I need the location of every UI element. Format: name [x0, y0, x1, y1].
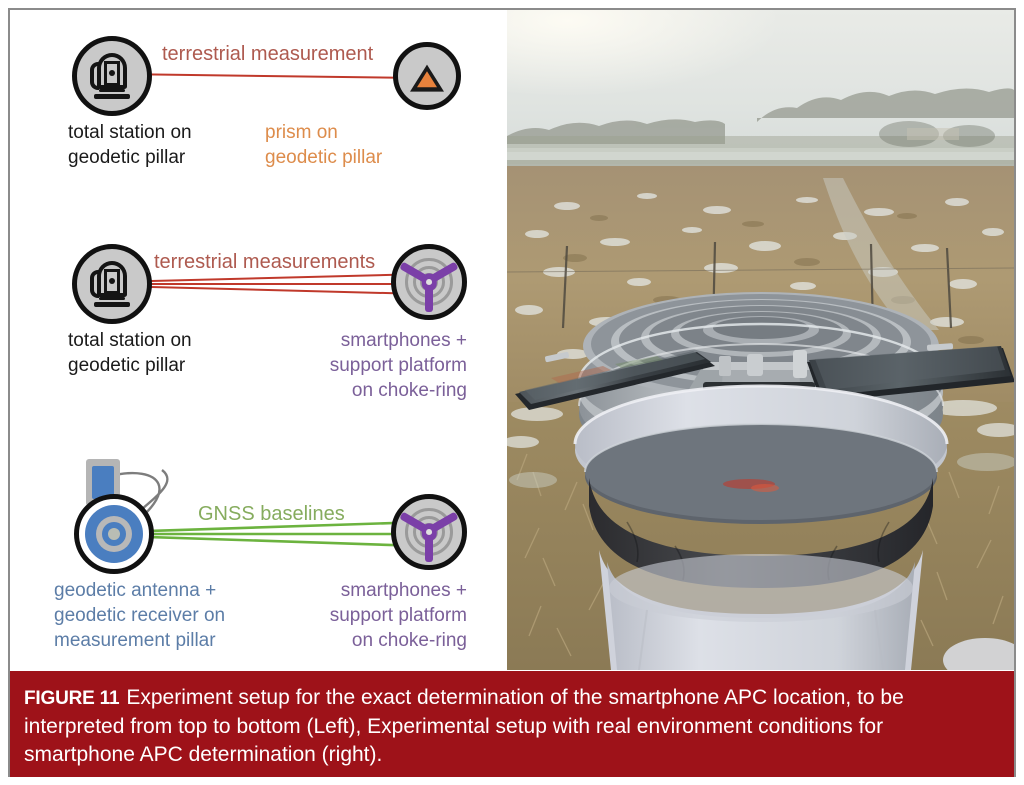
diagram-row-terrestrial-prism: total station on geodetic pillar prism o… [10, 10, 505, 220]
total-station-icon [72, 36, 152, 116]
link-label-terrestrial-measurement: terrestrial measurement [162, 43, 374, 65]
smartphone-right [807, 343, 1014, 402]
smartphone-left [515, 351, 715, 410]
photo-render [507, 10, 1014, 670]
label-smartphones-choke-ring: smartphones + support platform on choke-… [329, 580, 467, 651]
smartphone-spoke-bottom [425, 530, 433, 563]
experiment-photo [507, 10, 1014, 670]
node-total-station [72, 36, 152, 116]
total-station-center-dot [109, 277, 116, 284]
label-total-station: total station on geodetic pillar [68, 330, 192, 376]
prism-icon [393, 42, 461, 110]
diagram-row-gnss-baselines: geodetic antenna + geodetic receiver on … [10, 450, 505, 670]
prism-triangle-fill [417, 71, 437, 88]
choke-ring-center-dot [426, 279, 432, 285]
terrestrial-measurements-lines [113, 273, 426, 295]
total-station-icon [72, 244, 152, 324]
node-smartphones-choke-ring [391, 494, 467, 570]
label-total-station: total station on geodetic pillar [68, 122, 192, 168]
node-total-station [72, 244, 152, 324]
total-station-arm [90, 62, 99, 90]
node-prism [393, 42, 461, 110]
antenna-center [107, 527, 121, 541]
total-station-base [93, 94, 131, 100]
choke-ring-center-dot [426, 529, 432, 535]
smartphone-spoke-bottom [425, 280, 433, 313]
receiver-screen [92, 465, 114, 500]
total-station-base [93, 302, 131, 308]
total-station-tribrach [98, 296, 126, 301]
label-geodetic-antenna: geodetic antenna + geodetic receiver on … [54, 580, 226, 651]
figure-number: FIGURE 11 [24, 688, 120, 709]
figure-caption-text: Experiment setup for the exact determina… [24, 686, 904, 766]
choke-ring-smartphones-icon [391, 244, 467, 320]
node-geodetic-antenna [74, 494, 154, 574]
terrestrial-measurement-line [113, 73, 421, 79]
link-label-terrestrial-measurements: terrestrial measurements [154, 251, 376, 273]
diagram-row-terrestrial-smartphones: total station on geodetic pillar smartph… [10, 232, 505, 447]
geodetic-antenna-icon [74, 494, 154, 574]
label-prism: prism on geodetic pillar [265, 122, 383, 168]
diagram-panel: total station on geodetic pillar prism o… [10, 10, 505, 670]
choke-ring-smartphones-icon [391, 494, 467, 570]
node-smartphones-choke-ring [391, 244, 467, 320]
total-station-center-dot [109, 69, 116, 76]
label-smartphones-choke-ring: smartphones + support platform on choke-… [329, 330, 467, 401]
total-station-arm [90, 270, 99, 298]
link-label-gnss-baselines: GNSS baselines [198, 503, 345, 525]
total-station-tribrach [98, 88, 126, 93]
